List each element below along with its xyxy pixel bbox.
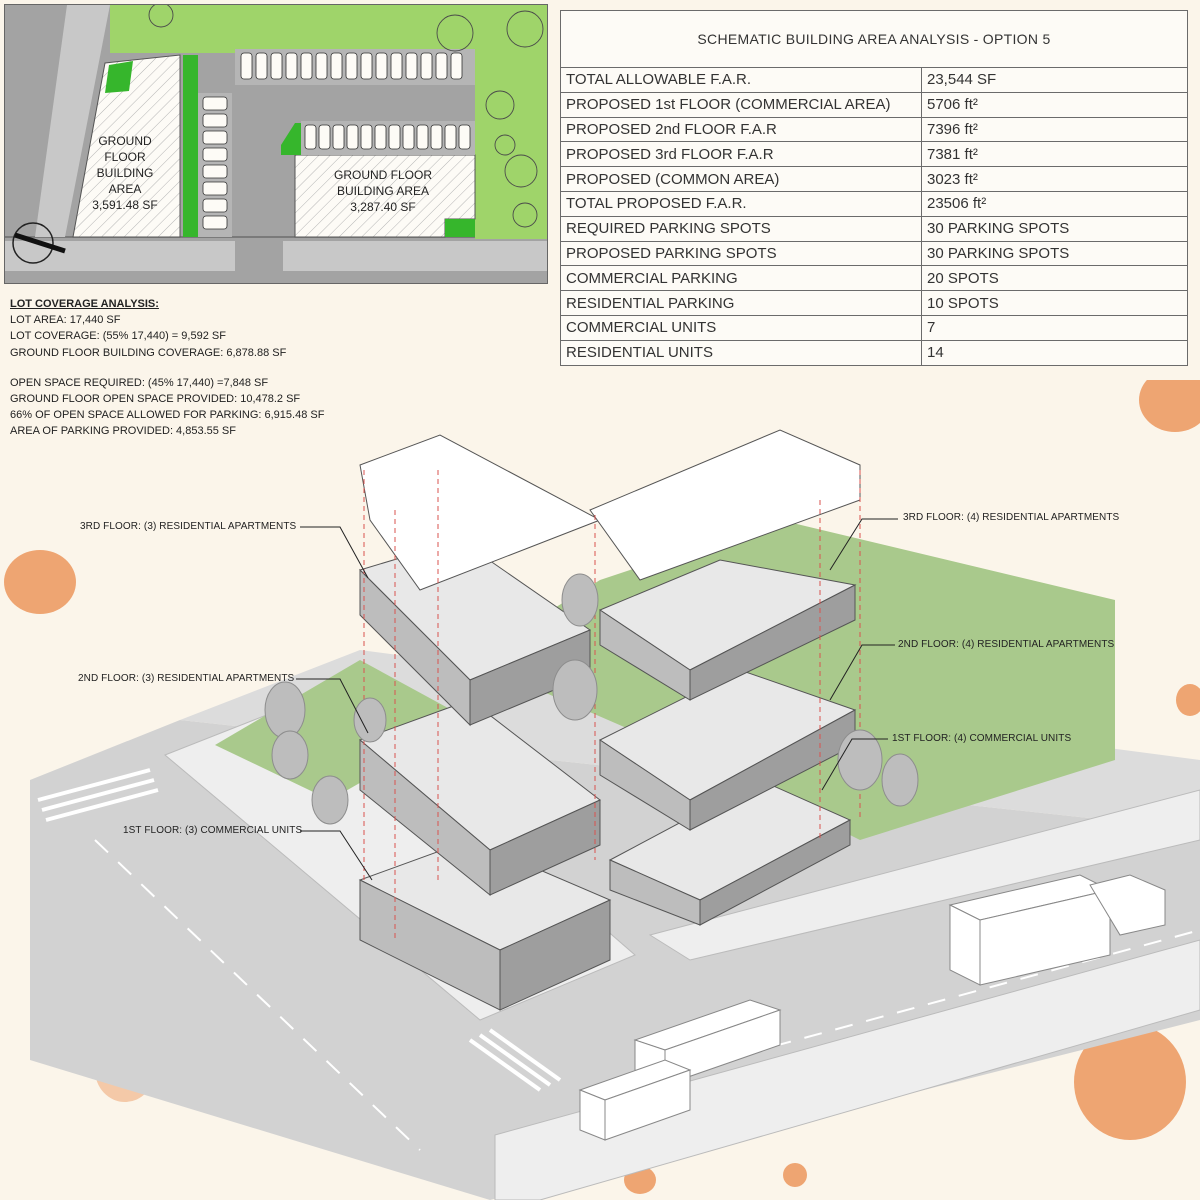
parking-column (202, 96, 228, 230)
right-building-stack (589, 429, 861, 926)
callout-right-2nd-floor: 2ND FLOOR: (4) RESIDENTIAL APARTMENTS (898, 639, 1115, 650)
row-value: 23506 ft² (921, 190, 1188, 217)
table-row: PROPOSED 1st FLOOR (COMMERCIAL AREA)5706… (560, 91, 1188, 118)
left-building-area (72, 54, 181, 238)
callout-right-1st-floor: 1ST FLOOR: (4) COMMERCIAL UNITS (892, 733, 1072, 744)
callout-left-3rd-floor: 3RD FLOOR: (3) RESIDENTIAL APARTMENTS (80, 521, 297, 532)
green-strip-left (183, 55, 198, 237)
row-value: 10 SPOTS (921, 290, 1188, 316)
row-label: TOTAL PROPOSED F.A.R. (560, 190, 922, 217)
lot-coverage-line: LOT COVERAGE: (55% 17,440) = 9,592 SF (10, 330, 226, 343)
grass-right (475, 49, 547, 239)
parking-row-middle (304, 124, 471, 150)
site-plan: GROUND FLOOR BUILDING AREA 3,591.48 SF G… (4, 4, 548, 284)
row-value: 30 PARKING SPOTS (921, 215, 1188, 242)
row-value: 23,544 SF (921, 67, 1188, 93)
callout-left-1st-floor: 1ST FLOOR: (3) COMMERCIAL UNITS (123, 825, 303, 836)
row-value: 20 SPOTS (921, 265, 1188, 292)
callout-right-3rd-floor: 3RD FLOOR: (4) RESIDENTIAL APARTMENTS (903, 512, 1120, 523)
row-label: PROPOSED 2nd FLOOR F.A.R (560, 116, 922, 143)
left-building-stack (358, 434, 612, 1011)
leader-lines (296, 518, 898, 881)
open-space-line: GROUND FLOOR OPEN SPACE PROVIDED: 10,478… (10, 393, 301, 406)
lot-coverage-analysis: LOT COVERAGE ANALYSIS: LOT AREA: 17,440 … (10, 296, 410, 440)
table-title-row: SCHEMATIC BUILDING AREA ANALYSIS - OPTIO… (560, 10, 1188, 68)
row-label: REQUIRED PARKING SPOTS (560, 215, 922, 242)
row-label: RESIDENTIAL UNITS (560, 339, 922, 366)
row-label: PROPOSED 3rd FLOOR F.A.R (560, 141, 922, 168)
table-title: SCHEMATIC BUILDING AREA ANALYSIS - OPTIO… (560, 10, 1188, 68)
crosswalk-left (37, 768, 159, 822)
compass-icon (12, 222, 66, 264)
open-space-line: OPEN SPACE REQUIRED: (45% 17,440) =7,848… (10, 376, 269, 389)
row-label: RESIDENTIAL PARKING (560, 290, 922, 316)
row-label: PROPOSED (COMMON AREA) (560, 166, 922, 192)
table-row: PROPOSED (COMMON AREA)3023 ft² (560, 166, 1188, 192)
lot-coverage-line: LOT AREA: 17,440 SF (10, 314, 121, 327)
row-value: 7381 ft² (921, 141, 1188, 168)
open-space-line: AREA OF PARKING PROVIDED: 4,853.55 SF (10, 425, 236, 438)
open-space-line: 66% OF OPEN SPACE ALLOWED FOR PARKING: 6… (10, 409, 325, 422)
isometric-axonometric-diagram (4, 380, 1200, 1200)
row-value: 30 PARKING SPOTS (921, 240, 1188, 267)
watercolor-splashes (4, 380, 1200, 1194)
row-label: COMMERCIAL PARKING (560, 265, 922, 292)
grass-top (110, 5, 547, 53)
row-value: 14 (921, 339, 1188, 366)
row-label: PROPOSED PARKING SPOTS (560, 240, 922, 267)
lot-coverage-line: GROUND FLOOR BUILDING COVERAGE: 6,878.88… (10, 346, 287, 359)
row-label: TOTAL ALLOWABLE F.A.R. (560, 67, 922, 93)
right-building-label: GROUND FLOOR BUILDING AREA 3,287.40 SF (333, 168, 432, 214)
context-buildings (578, 874, 1166, 1141)
site-plan-drawing (5, 5, 547, 283)
parking-row-top (240, 52, 463, 80)
row-label: PROPOSED 1st FLOOR (COMMERCIAL AREA) (560, 91, 922, 118)
table-row: TOTAL PROPOSED F.A.R.23506 ft² (560, 190, 1188, 217)
row-label: COMMERCIAL UNITS (560, 314, 922, 341)
building-area-table: SCHEMATIC BUILDING AREA ANALYSIS - OPTIO… (560, 10, 1188, 366)
table-row: TOTAL ALLOWABLE F.A.R.23,544 SF (560, 67, 1188, 93)
row-value: 7 (921, 314, 1188, 341)
left-building-label: GROUND FLOOR BUILDING AREA 3,591.48 SF (92, 134, 158, 212)
lot-coverage-heading: LOT COVERAGE ANALYSIS: (10, 298, 159, 310)
row-value: 3023 ft² (921, 166, 1188, 192)
callout-left-2nd-floor: 2ND FLOOR: (3) RESIDENTIAL APARTMENTS (78, 673, 295, 684)
row-value: 5706 ft² (921, 91, 1188, 118)
tree-icons (148, 5, 544, 228)
crosswalk-bottom (468, 1028, 562, 1092)
row-value: 7396 ft² (921, 116, 1188, 143)
